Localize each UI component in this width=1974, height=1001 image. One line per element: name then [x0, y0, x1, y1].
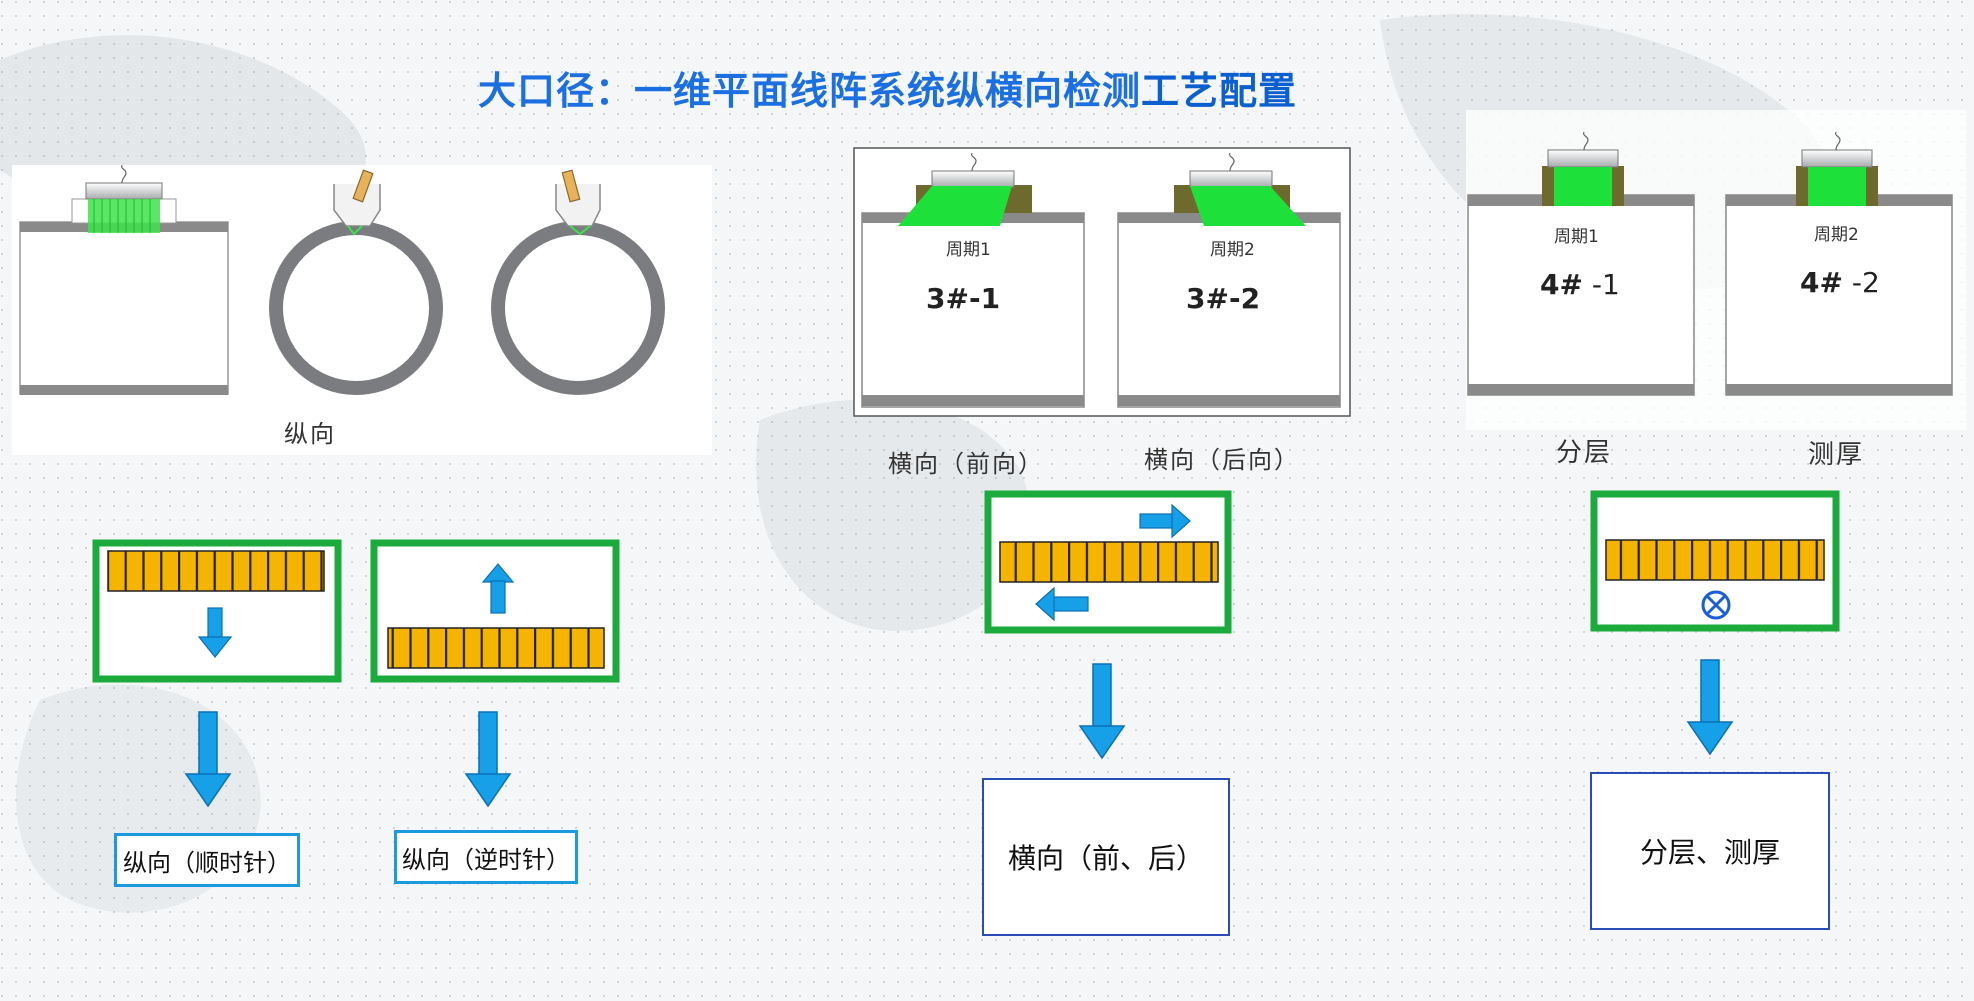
caption-transverse: 横向（前、后）	[982, 778, 1230, 936]
into-page-icon	[1701, 590, 1731, 620]
page-title: 大口径：一维平面线阵系统纵横向检测工艺配置	[478, 60, 1297, 115]
scan-box-clockwise	[92, 539, 342, 683]
code-label-4-2: 4# -2	[1800, 266, 1880, 299]
transverse-block-backward	[1117, 152, 1341, 408]
layer-block	[1467, 131, 1695, 396]
code-label-4-1-bold: 4#	[1540, 268, 1583, 301]
code-label-3-2: 3#-2	[1186, 282, 1261, 315]
scan-box-layer	[1590, 490, 1840, 632]
period-label-1: 周期1	[946, 240, 991, 260]
longitudinal-label: 纵向	[284, 420, 336, 448]
code-label-4-2-bold: 4#	[1800, 266, 1843, 299]
longitudinal-section	[12, 164, 712, 807]
scan-box-transverse	[984, 490, 1232, 634]
probe-beam	[1808, 167, 1866, 206]
pipe-ring-counterclockwise	[491, 169, 665, 395]
linear-array	[107, 550, 325, 592]
transverse-section	[853, 147, 1351, 759]
page-title-main: 大口径：一维平面线阵系统纵横向检测	[478, 69, 1142, 113]
left-arrow-icon	[1035, 586, 1089, 622]
down-arrow-icon	[197, 636, 233, 658]
period-label-1b: 周期1	[1554, 227, 1599, 247]
transverse-forward-label: 横向（前向）	[888, 450, 1044, 478]
layer-thickness-section	[1466, 110, 1966, 755]
page-title-emphasis: 工艺配置	[1141, 69, 1298, 113]
code-label-4-2-rest: -2	[1842, 266, 1880, 299]
linear-array	[1605, 539, 1825, 581]
layer-label: 分层	[1556, 438, 1613, 468]
probe-beam	[88, 199, 160, 233]
caption-longitudinal-ccw: 纵向（逆时针）	[394, 830, 578, 884]
linear-array	[387, 627, 605, 669]
code-label-3-1: 3#-1	[926, 282, 1001, 315]
transverse-block-forward	[861, 152, 1085, 408]
linear-array	[999, 541, 1219, 583]
caption-longitudinal-cw: 纵向（顺时针）	[114, 833, 300, 887]
probe-beam	[898, 186, 1012, 226]
period-label-2: 周期2	[1210, 240, 1255, 260]
thickness-block	[1725, 131, 1953, 396]
probe-beam	[1190, 186, 1306, 226]
caption-layer-thickness: 分层、测厚	[1590, 772, 1830, 930]
transverse-backward-label: 横向（后向）	[1144, 446, 1300, 474]
probe-beam	[1554, 167, 1612, 206]
thickness-label: 测厚	[1808, 440, 1865, 470]
pipe-side-view	[19, 164, 229, 395]
scan-box-counterclockwise	[370, 539, 620, 683]
code-label-4-1-rest: -1	[1582, 268, 1620, 301]
pipe-ring-clockwise	[269, 169, 443, 395]
right-arrow-icon	[1139, 503, 1191, 539]
period-label-2b: 周期2	[1814, 225, 1859, 245]
code-label-4-1: 4# -1	[1540, 268, 1620, 301]
